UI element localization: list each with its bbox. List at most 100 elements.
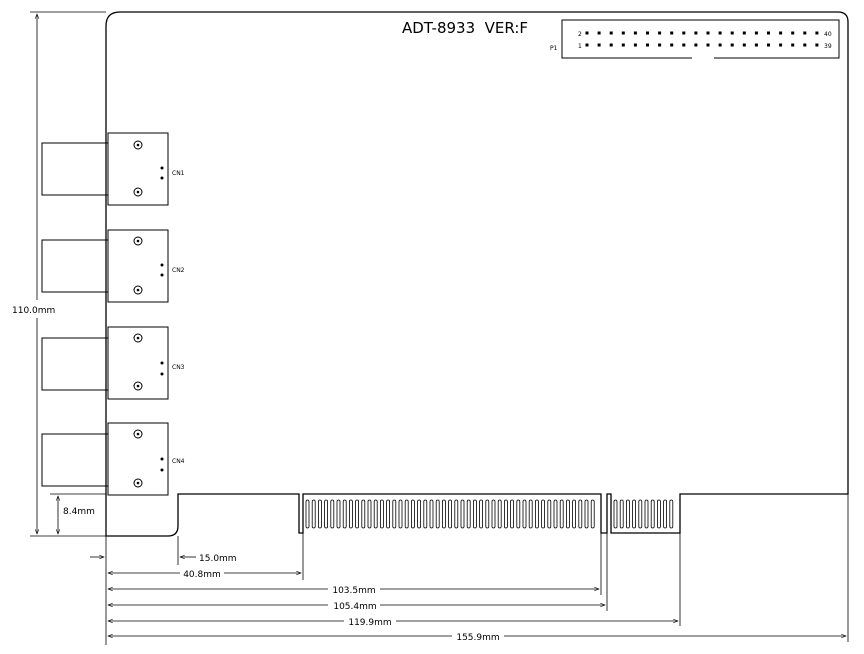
header-label: P1 xyxy=(550,45,558,52)
edge-finger xyxy=(404,499,409,529)
edge-finger xyxy=(348,499,353,529)
header-pin xyxy=(767,31,770,35)
header-pin-2: 2 xyxy=(578,31,582,38)
edge-finger xyxy=(578,499,583,529)
edge-finger xyxy=(657,499,661,529)
edge-finger xyxy=(448,499,453,529)
board-title: ADT-8933 VER:F xyxy=(402,19,528,37)
edge-finger xyxy=(638,499,643,529)
edge-finger xyxy=(491,499,496,529)
header-pin xyxy=(767,43,770,47)
header-pin xyxy=(730,43,734,47)
edge-finger xyxy=(330,499,335,529)
connector-cn3 xyxy=(41,326,169,400)
height-dimension-label: 110.0mm xyxy=(12,306,55,316)
header-pin xyxy=(670,31,674,35)
edge-finger xyxy=(479,499,484,529)
edge-finger xyxy=(553,499,558,529)
edge-finger xyxy=(355,499,360,529)
header-pin xyxy=(694,43,698,47)
edge-finger xyxy=(441,499,446,529)
connector-cn3-label: CN3 xyxy=(172,364,185,371)
header-pin-40: 40 xyxy=(824,31,832,38)
edge-finger xyxy=(423,499,428,529)
edge-finger xyxy=(590,499,595,529)
edge-finger xyxy=(361,499,366,529)
edge-finger xyxy=(650,499,655,529)
header-pin xyxy=(754,43,758,47)
edge-finger xyxy=(466,499,471,529)
edge-finger xyxy=(626,499,630,529)
edge-finger xyxy=(644,499,649,529)
header-pin xyxy=(621,31,625,35)
header-pin xyxy=(621,43,625,47)
edge-finger xyxy=(317,499,322,529)
edge-finger xyxy=(324,499,329,529)
edge-finger xyxy=(516,499,521,529)
edge-finger xyxy=(373,499,378,529)
header-pin xyxy=(779,31,783,35)
edge-finger xyxy=(547,499,552,529)
edge-finger xyxy=(632,499,636,529)
edge-finger xyxy=(417,499,422,529)
edge-finger xyxy=(398,499,403,529)
edge-finger xyxy=(522,499,527,529)
edge-finger xyxy=(454,499,459,529)
header-pin xyxy=(682,31,686,35)
dim-15-label: 15.0mm xyxy=(199,554,237,564)
edge-finger xyxy=(410,499,415,529)
connector-cn4 xyxy=(41,422,169,496)
connector-cn2-label: CN2 xyxy=(172,267,185,274)
height-dimension xyxy=(30,11,106,537)
edge-finger xyxy=(669,499,674,529)
header-pin xyxy=(815,43,819,47)
header-pin xyxy=(694,31,698,35)
header-pin xyxy=(682,43,686,47)
edge-finger xyxy=(392,499,397,529)
header-pin xyxy=(742,31,746,35)
header-pin xyxy=(670,43,674,47)
board-outline xyxy=(105,11,849,537)
edge-finger xyxy=(663,499,667,529)
dim-119-label: 119.9mm xyxy=(348,618,391,628)
header-pin xyxy=(730,31,734,35)
header-pin xyxy=(779,43,783,47)
edge-finger xyxy=(429,499,434,529)
connector-cn1 xyxy=(41,132,169,206)
header-pin xyxy=(658,43,662,47)
edge-finger xyxy=(510,499,515,529)
edge-finger xyxy=(367,499,372,529)
header-pin xyxy=(754,31,758,35)
header-pin xyxy=(815,31,819,35)
header-pin xyxy=(718,43,722,47)
dim-105-label: 105.4mm xyxy=(333,602,376,612)
edge-finger xyxy=(336,499,341,529)
edge-finger xyxy=(305,499,310,529)
edge-finger xyxy=(435,499,440,529)
header-pin xyxy=(633,43,637,47)
edge-finger xyxy=(619,499,624,529)
pin-header-p1 xyxy=(561,19,840,59)
edge-finger xyxy=(503,499,508,529)
edge-finger xyxy=(535,499,539,529)
edge-finger xyxy=(613,499,618,529)
edge-finger xyxy=(379,499,384,529)
dim-40-label: 40.8mm xyxy=(183,570,221,580)
edge-finger xyxy=(566,499,570,529)
edge-finger xyxy=(311,499,316,529)
header-pin-1: 1 xyxy=(578,43,582,50)
edge-finger xyxy=(572,499,576,529)
header-pin xyxy=(706,43,710,47)
edge-finger xyxy=(472,499,477,529)
header-pin xyxy=(585,43,589,47)
header-pin xyxy=(633,31,637,35)
dim-103-label: 103.5mm xyxy=(332,586,375,596)
header-pin xyxy=(597,43,601,47)
dim-155-label: 155.9mm xyxy=(456,633,499,643)
edge-finger xyxy=(528,499,533,529)
edge-fingers xyxy=(305,499,674,529)
connector-cn4-label: CN4 xyxy=(172,458,185,465)
header-pin xyxy=(609,43,613,47)
header-pin xyxy=(718,31,722,35)
